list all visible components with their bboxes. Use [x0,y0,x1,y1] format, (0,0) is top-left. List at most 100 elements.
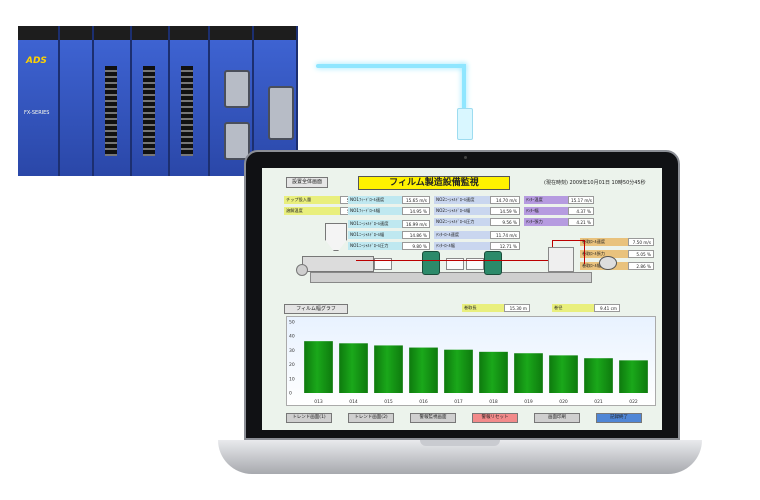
tag-label: ﾃﾝﾀｰ幅 [524,207,568,215]
x-tick-label: 014 [349,399,358,405]
x-tick-label: 020 [559,399,568,405]
tag-label: チップ投入量 [284,196,340,204]
tag-value: 14.59 % [490,207,520,215]
chart-bar [409,347,438,393]
y-tick-label: 50 [289,320,295,326]
tag-value: 9.80 % [402,242,430,250]
y-tick-label: 10 [289,376,295,382]
chart-bar [374,345,403,393]
tag-value: 15.65 m/s [402,196,430,204]
chart-bar [339,343,368,393]
tag-label: NO2ﾆｰｼｬﾙﾄﾞﾛｰﾙ圧力 [434,218,490,226]
tag-label: ﾃﾝﾀｰﾛｰﾙ幅 [434,242,490,250]
module-cap [94,26,130,40]
tag-value: 5.05 % [628,250,654,258]
x-tick-label: 013 [314,399,323,405]
module-cap [210,26,252,40]
tag-label: NO1ﾌｨｰﾄﾞﾛｰﾙ速度 [348,196,402,204]
ethernet-cable [316,64,466,68]
io-module [94,26,132,176]
chart-bar [584,358,613,393]
serial-module [210,26,254,176]
tag-value: 12.71 % [490,242,520,250]
tag-label: 巻取ﾛｰﾙ張力 [580,250,628,258]
io-module [170,26,210,176]
tag-value: 9.56 % [490,218,520,226]
dsub-connector-icon [268,86,294,140]
tag-label: ﾃﾝﾀｰﾛｰﾙ速度 [434,231,490,239]
x-tick-label: 016 [419,399,428,405]
chart-bar [444,349,473,393]
cooling-box-icon [446,258,464,270]
tag-value: 4.37 % [568,207,594,215]
nip-roller-1-icon [422,251,440,275]
tag-value: 9.41 cm [594,304,620,312]
tag-label: NO1ﾌｨｰﾄﾞﾛｰﾙ幅 [348,207,402,215]
tag-label: NO2ﾆｰｼｬﾙﾄﾞﾛｰﾙ速度 [434,196,490,204]
production-line-bed [310,272,592,283]
dsub-connector-icon [224,122,250,160]
x-tick-label: 021 [594,399,603,405]
module-cap [254,26,296,40]
film-width-graph-button[interactable]: フィルム幅グラフ [284,304,348,314]
tag-value: 14.70 m/s [490,196,520,204]
toolbar-button[interactable]: 記録終了 [596,413,642,423]
toolbar-button[interactable]: トレンド画面(1) [286,413,332,423]
tag-label: ﾃﾝﾀｰ温度 [524,196,568,204]
toolbar-button[interactable]: 警報監視画面 [410,413,456,423]
toolbar-button[interactable]: トレンド画面(2) [348,413,394,423]
die-box-icon [374,258,392,270]
tag-label: 巻取ﾛｰﾙ速度 [580,238,628,246]
cpu-module [60,26,94,176]
scada-screen: 設置全体画面 フィルム製造設備監視 (現在時刻) 2009年10月01日 10時… [262,168,662,430]
toolbar-button[interactable]: 画面印刷 [534,413,580,423]
dsub-connector-icon [224,70,250,108]
plc-brand-logo: ADS [26,56,47,66]
winding-reel-icon [599,256,617,270]
chart-bar [549,355,578,393]
tenter-unit-icon [548,247,574,272]
terminal-block [104,66,117,156]
x-tick-label: 019 [524,399,533,405]
ethernet-cable-drop [462,64,466,112]
x-tick-label: 018 [489,399,498,405]
motor-icon [296,264,308,276]
overall-view-button[interactable]: 設置全体画面 [286,177,328,188]
tag-value: 14.95 % [402,207,430,215]
tag-label: NO2ﾆｰｼｬﾙﾄﾞﾛｰﾙ幅 [434,207,490,215]
tag-label: NO1ﾆｰｼｬﾙﾄﾞﾛｰﾙ幅 [348,231,402,239]
chart-bar [479,351,508,393]
chart-bar [619,360,648,393]
tag-label: ﾃﾝﾀｰ張力 [524,218,568,226]
tag-label: NO1ﾆｰｼｬﾙﾄﾞﾛｰﾙ速度 [348,220,402,228]
nip-roller-2-icon [484,251,502,275]
y-tick-label: 20 [289,362,295,368]
toolbar-button[interactable]: 警報リセット [472,413,518,423]
tag-value: 14.86 % [402,231,430,239]
tag-value: 7.50 m/s [628,238,654,246]
tag-value: 15.30 m [504,304,530,312]
module-cap [60,26,92,40]
terminal-block [181,66,194,156]
hopper-icon [325,223,347,251]
x-tick-label: 015 [384,399,393,405]
tag-value: 4.21 % [568,218,594,226]
y-tick-label: 30 [289,348,295,354]
chart-bar [304,341,333,393]
module-cap [18,26,58,40]
extruder-icon [302,256,374,272]
y-tick-label: 40 [289,334,295,340]
page-title: フィルム製造設備監視 [358,176,510,190]
